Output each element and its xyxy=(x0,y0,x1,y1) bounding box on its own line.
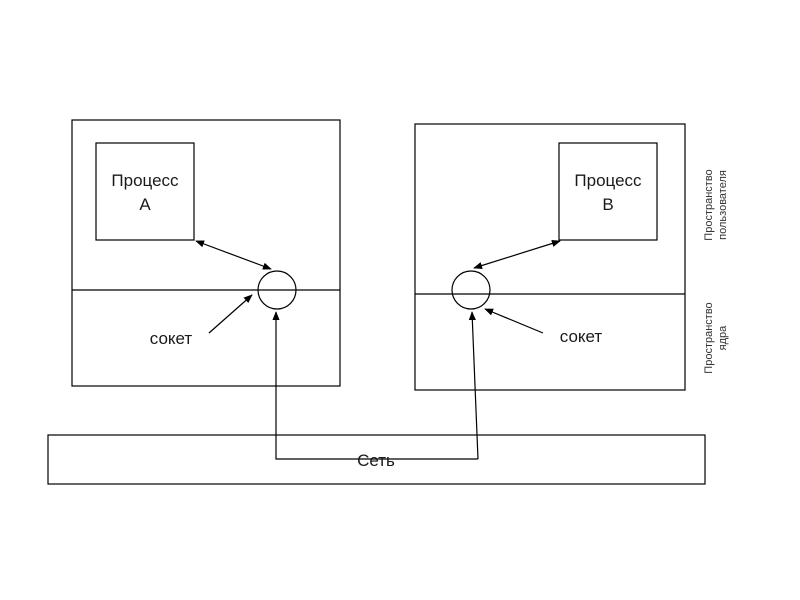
user-space-label-line2: пользователя xyxy=(717,170,729,240)
socket-b-label: сокет xyxy=(560,327,603,346)
network-box xyxy=(47,434,706,485)
process-b-label-line2: B xyxy=(602,195,613,214)
kernel-space-label-line1: Пространство xyxy=(703,302,715,373)
network-to-socket-b-line xyxy=(468,311,479,460)
process-a-box xyxy=(95,142,195,241)
network: Сеть xyxy=(47,311,706,485)
network-label: Сеть xyxy=(357,451,395,470)
kernel-space-label-line2: ядра xyxy=(717,325,729,350)
process-b-label-line1: Процесс xyxy=(574,171,642,190)
host-a-frame xyxy=(71,119,341,387)
process-a-socket-arrow xyxy=(195,240,272,270)
socket-b-circle xyxy=(451,270,491,310)
process-b-box xyxy=(558,142,658,241)
process-a-label-line1: Процесс xyxy=(111,171,179,190)
socket-a-label: сокет xyxy=(150,329,193,348)
process-b-socket-arrow xyxy=(473,239,561,270)
socket-b-label-pointer xyxy=(484,308,544,334)
host-b-frame xyxy=(414,123,686,391)
network-to-socket-a-line xyxy=(272,311,478,460)
user-space-label-line1: Пространство xyxy=(703,169,715,240)
socket-a-label-pointer xyxy=(208,294,253,334)
host-a: Процесс A сокет xyxy=(71,119,341,387)
host-b: Процесс B сокет xyxy=(414,123,686,391)
socket-a-circle xyxy=(257,270,297,310)
process-a-label-line2: A xyxy=(139,195,151,214)
